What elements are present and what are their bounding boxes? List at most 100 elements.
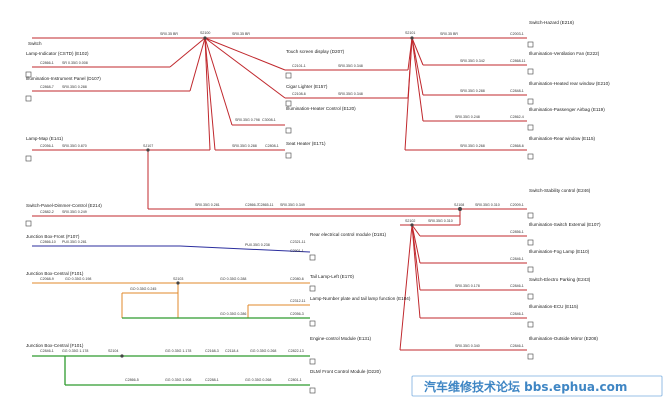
component-illum-heated-rear: Illumination-Heated rear window (E210)	[529, 81, 610, 86]
pin-label: C2866-1	[40, 61, 54, 65]
wire-label: GG 0.35G 0.268	[250, 349, 276, 353]
pin-label: C2846-1	[510, 344, 524, 348]
red-wires-lower	[32, 150, 527, 351]
pin-label: C2003-1	[510, 32, 524, 36]
node-labels: S2100 S2101 SJ107 SJ108 S2102 S2103 S210…	[108, 31, 464, 353]
wire-label: SR0.35 BR	[160, 32, 178, 36]
component-seat-heater: Seat Heater (E171)	[286, 141, 326, 146]
wire-label: SR0.35G 0.268	[460, 144, 485, 148]
wire-label: SR0.35G 0.310	[428, 219, 453, 223]
watermark: 汽车维修技术论坛 bbs.ephua.com	[411, 375, 663, 397]
wire-label: SR0.35 BR	[440, 32, 458, 36]
component-illum-heater: Illumination-Heater Control (E120)	[286, 106, 356, 111]
connector-symbol	[527, 41, 534, 48]
component-lamp-number: Lamp-Number plate and tail lamp function…	[310, 296, 411, 301]
wire-f-b	[411, 224, 421, 264]
pin-label: C3008-1	[262, 118, 276, 122]
wire-label: SR0.35G 0.342	[460, 59, 485, 63]
wire-label: GO 0.35G 0.198	[65, 277, 91, 281]
node-label-s2102: S2102	[405, 219, 415, 223]
pin-label: C2846-1	[510, 257, 524, 261]
component-junction-central1: Junction Box-Central (F101)	[26, 271, 84, 276]
connector-symbol	[527, 293, 534, 300]
component-illum-rear-window: Illumination-Rear window (E115)	[529, 136, 596, 141]
connector-symbol	[527, 353, 534, 360]
connector-symbol	[309, 358, 316, 365]
splice-sj108	[458, 207, 462, 211]
pin-label: C2288-1	[205, 378, 219, 382]
green-wires	[32, 317, 310, 386]
component-switch-left: Switch	[28, 41, 42, 46]
wire-label: SR0.35G 0.348	[338, 92, 363, 96]
connector-symbol	[527, 153, 534, 160]
wire-label: SR0.35 BR	[232, 32, 250, 36]
connector-symbol	[285, 72, 292, 79]
pin-label: C2846-1	[510, 284, 524, 288]
pin-label: C2056-1	[40, 144, 54, 148]
wire-label: SR0.35G 0.349	[280, 203, 305, 207]
wire-label: SR0.35G 0.288	[460, 89, 485, 93]
components: Switch Lamp-Indicator (CSTD) (E102) Illu…	[25, 20, 610, 394]
connector-symbol	[527, 266, 534, 273]
connector-symbol	[527, 68, 534, 75]
connector-symbol	[527, 98, 534, 105]
connector-symbol	[309, 285, 316, 292]
component-lamp-left1: Lamp-Indicator (CSTD) (E102)	[26, 51, 89, 56]
component-illum-switch-ext: Illumination-Switch External (E107)	[529, 222, 601, 227]
wire-label: GG 0.35G 1.178	[165, 349, 191, 353]
component-illum-left2: Illumination-Instrument Panel (D107)	[26, 76, 101, 81]
wire-fan2-f	[404, 37, 413, 151]
wire-label: GG 0.35G 0.268	[245, 378, 271, 382]
connector-symbol	[285, 100, 292, 107]
wire-f-a	[411, 224, 421, 237]
connector-symbol	[309, 320, 316, 327]
wire-label: SR 0.35G 0.008	[62, 61, 88, 65]
node-label-sj107: SJ107	[143, 144, 153, 148]
pin-label: C2901-1	[290, 249, 304, 253]
wire-label: SR0.35G 0.870	[62, 144, 87, 148]
splice-s2103	[176, 281, 180, 285]
splice-s2101	[410, 36, 414, 40]
wire-fan-g	[204, 37, 286, 99]
connector-symbol	[25, 95, 32, 102]
node-label-sj108: SJ108	[454, 203, 464, 207]
blue-wires	[32, 245, 311, 253]
node-label-s2104: S2104	[108, 349, 118, 353]
pin-labels: C2866-1 C2868-7 C2056-1 C2101-1 C2108-6 …	[40, 32, 526, 382]
wire-label: SR0.35G 0.310	[475, 203, 500, 207]
wire-label: GO 0.35G 0.288	[220, 277, 246, 281]
component-junction-central2: Junction Box-Central (F101)	[26, 343, 84, 348]
pin-label: C2856-1	[510, 230, 524, 234]
splice-s2100	[203, 36, 207, 40]
wire-fan-e	[204, 37, 216, 151]
component-switch-panel-dimmer: Switch-Panel-Dimmer-Control (E214)	[26, 203, 102, 208]
wire-label: SR0.35G 0.798	[235, 118, 260, 122]
pin-label: C2866-7	[245, 203, 259, 207]
wire-label: GO 0.35G 0.245	[130, 287, 156, 291]
pin-label: C2866-5	[125, 378, 139, 382]
splice-nodes	[120, 36, 462, 358]
pin-label: C2862-4	[510, 115, 524, 119]
pin-label: C2321-11	[290, 240, 306, 244]
pin-label: C2080-6	[290, 277, 304, 281]
component-cigar-lighter: Cigar Lighter (E157)	[286, 84, 328, 89]
wire-label: PU0.35G 0.281	[62, 240, 87, 244]
pin-label: C2846-1	[40, 349, 54, 353]
wire-label: SR0.35G 0.288	[232, 144, 257, 148]
wire-fan-f	[204, 37, 286, 71]
pin-label: C2848-1	[510, 89, 524, 93]
pin-label: C2822-13	[288, 349, 304, 353]
pin-label: C2068-9	[40, 277, 54, 281]
connector-symbol	[527, 239, 534, 246]
pin-label: C2108-6	[292, 92, 306, 96]
component-illum-outside: Illumination-Outside Mirror (E208)	[529, 336, 598, 341]
connector-symbol	[527, 212, 534, 219]
component-illum-fog: Illumination-Fog Lamp (E110)	[529, 249, 590, 254]
connector-symbol	[25, 71, 32, 78]
component-switch-electro: Switch-Electro Parking (E243)	[529, 277, 591, 282]
wire-label: SR0.35G 0.340	[455, 344, 480, 348]
connector-symbol	[285, 127, 292, 134]
component-touch-screen: Touch screen display (D207)	[286, 49, 345, 54]
component-junction-front: Junction Box-Front (F107)	[26, 234, 80, 239]
pin-label: C2009-1	[510, 203, 524, 207]
